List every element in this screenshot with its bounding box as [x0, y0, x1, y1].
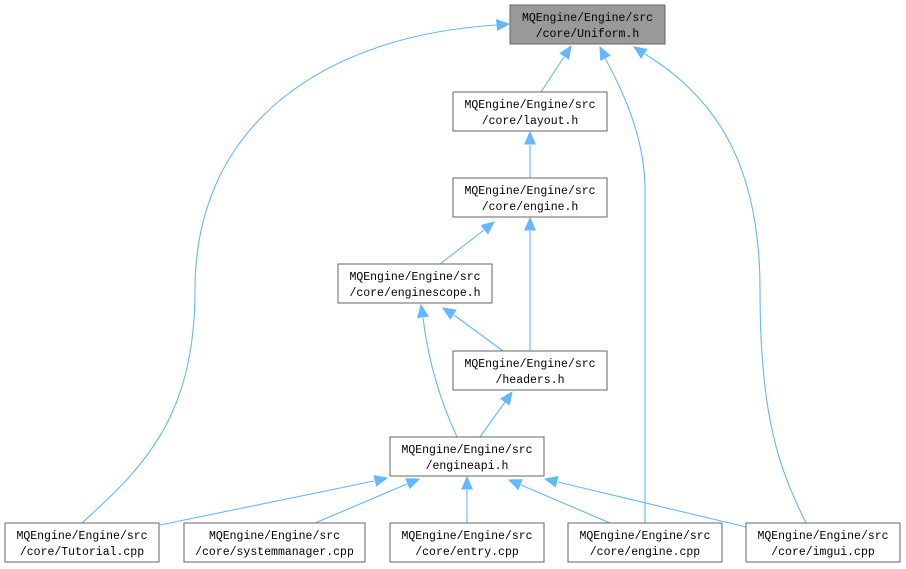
edge-engineapi-to-enginescope — [417, 303, 458, 438]
node-engine-h-line2: /core/engine.h — [482, 201, 579, 214]
graph-edges — [81, 19, 807, 528]
edge-arrowhead — [524, 130, 536, 145]
node-uniform-h-line2: /core/Uniform.h — [536, 28, 640, 41]
node-systemmanager-cpp-line1: MQEngine/Engine/src — [209, 530, 340, 543]
node-layout-h-line1: MQEngine/Engine/src — [464, 99, 595, 112]
edge-arrowhead — [480, 221, 495, 235]
node-enginescope-h-line1: MQEngine/Engine/src — [349, 271, 480, 284]
edge-line — [644, 53, 807, 524]
node-uniform-h-line1: MQEngine/Engine/src — [522, 12, 653, 25]
edge-arrowhead — [543, 475, 559, 488]
node-headers-h[interactable]: MQEngine/Engine/src /headers.h — [452, 350, 608, 391]
node-enginescope-h-line2: /core/enginescope.h — [349, 287, 480, 300]
node-entry-cpp-line1: MQEngine/Engine/src — [401, 530, 532, 543]
edge-systemmanager-to-engineapi — [314, 478, 421, 524]
node-imgui-cpp[interactable]: MQEngine/Engine/src /core/imgui.cpp — [745, 522, 901, 563]
node-tutorial-cpp-line1: MQEngine/Engine/src — [16, 530, 147, 543]
edge-line — [557, 481, 747, 528]
node-engineapi-h-line1: MQEngine/Engine/src — [401, 444, 532, 457]
node-engine-cpp[interactable]: MQEngine/Engine/src /core/engine.cpp — [567, 522, 723, 563]
edge-arrowhead — [441, 307, 457, 320]
edge-line — [540, 56, 565, 93]
node-systemmanager-cpp-line2: /core/systemmanager.cpp — [195, 546, 354, 559]
edge-imgui-to-engineapi — [543, 475, 747, 528]
node-engine-cpp-line2: /core/engine.cpp — [590, 546, 701, 559]
node-enginescope-h[interactable]: MQEngine/Engine/src /core/enginescope.h — [337, 263, 493, 304]
edge-line — [479, 401, 506, 438]
node-engine-h-line1: MQEngine/Engine/src — [464, 185, 595, 198]
edge-imgui-to-uniform — [632, 46, 807, 524]
node-layout-h-line2: /core/layout.h — [482, 115, 579, 128]
edge-arrowhead — [405, 478, 421, 490]
node-engineapi-h[interactable]: MQEngine/Engine/src /engineapi.h — [389, 436, 545, 477]
edge-line — [422, 317, 458, 438]
node-headers-h-line2: /headers.h — [495, 374, 564, 387]
edge-line — [439, 229, 485, 265]
edge-entry-to-engineapi — [461, 475, 473, 523]
node-uniform-h[interactable]: MQEngine/Engine/src /core/Uniform.h — [509, 4, 666, 45]
edge-line — [453, 314, 504, 352]
edge-engineapi-to-headers — [479, 390, 513, 438]
edge-tutorial-to-uniform — [81, 19, 511, 524]
edge-arrowhead — [524, 216, 536, 231]
node-engine-cpp-line1: MQEngine/Engine/src — [579, 530, 710, 543]
node-headers-h-line1: MQEngine/Engine/src — [464, 358, 595, 371]
node-entry-cpp-line2: /core/entry.cpp — [415, 546, 519, 559]
edge-enginescope-to-engine_h — [439, 221, 495, 265]
edge-arrowhead — [507, 479, 523, 491]
edge-layout-to-uniform — [540, 44, 572, 93]
edge-headers-to-engine_h — [524, 216, 536, 351]
edge-headers-to-enginescope — [441, 307, 504, 352]
node-layout-h[interactable]: MQEngine/Engine/src /core/layout.h — [452, 91, 608, 132]
edge-arrowhead — [417, 303, 429, 319]
edge-engine_h-to-layout — [524, 130, 536, 178]
edge-arrowhead — [632, 46, 648, 59]
node-imgui-cpp-line1: MQEngine/Engine/src — [757, 530, 888, 543]
edge-line — [159, 480, 375, 526]
node-tutorial-cpp[interactable]: MQEngine/Engine/src /core/Tutorial.cpp — [4, 522, 160, 563]
node-tutorial-cpp-line2: /core/Tutorial.cpp — [20, 546, 144, 559]
edge-line — [81, 24, 498, 524]
node-systemmanager-cpp[interactable]: MQEngine/Engine/src /core/systemmanager.… — [183, 522, 366, 563]
edge-arrowhead — [496, 19, 511, 32]
edge-line — [314, 483, 408, 524]
edge-arrowhead — [461, 475, 473, 490]
edge-arrowhead — [373, 474, 389, 487]
edge-tutorial-to-engineapi — [159, 474, 389, 526]
node-imgui-cpp-line2: /core/imgui.cpp — [771, 546, 875, 559]
edge-engine_cpp-to-engineapi — [507, 479, 611, 524]
edge-line — [520, 484, 611, 524]
node-engine-h[interactable]: MQEngine/Engine/src /core/engine.h — [452, 177, 608, 218]
node-engineapi-h-line2: /engineapi.h — [426, 460, 509, 473]
node-entry-cpp[interactable]: MQEngine/Engine/src /core/entry.cpp — [389, 522, 545, 563]
edge-line — [604, 57, 646, 523]
edge-arrowhead — [499, 390, 513, 406]
edge-arrowhead — [559, 44, 572, 60]
edge-arrowhead — [599, 45, 611, 61]
edge-engine_cpp-to-uniform — [599, 45, 646, 523]
